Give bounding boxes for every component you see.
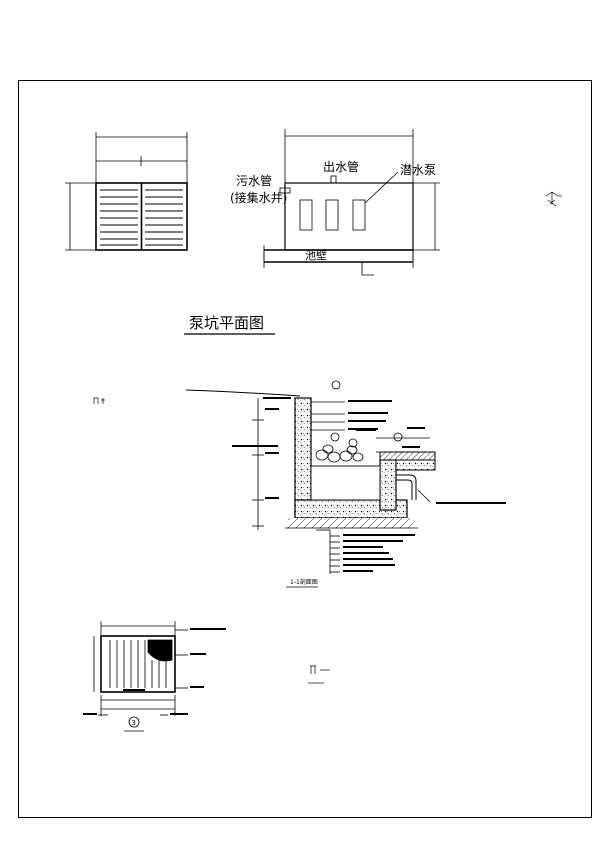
sheet-border bbox=[18, 80, 592, 818]
detail-plan bbox=[93, 621, 188, 732]
section-title: 1-1剖面图 bbox=[290, 578, 318, 586]
label-submersible-pump: 潜水泵 bbox=[400, 163, 436, 177]
detail-notes bbox=[83, 628, 226, 715]
detail-circle-mark: 3 bbox=[132, 719, 136, 727]
scale-mark bbox=[545, 191, 562, 207]
section-1-1 bbox=[185, 380, 436, 574]
legend-mark bbox=[308, 665, 330, 684]
label-collection-well: (接集水井) bbox=[230, 190, 287, 205]
section-notes bbox=[232, 397, 506, 572]
grating-plan bbox=[65, 132, 188, 251]
label-outlet-pipe: 出水管 bbox=[323, 159, 359, 174]
pump-pit-plan bbox=[263, 129, 440, 276]
small-mark bbox=[93, 397, 105, 404]
pump-pit-plan-title: 泵坑平面图 bbox=[189, 314, 264, 332]
label-sewage-pipe: 污水管 bbox=[236, 173, 272, 188]
label-pool-wall: 池壁 bbox=[305, 248, 327, 262]
